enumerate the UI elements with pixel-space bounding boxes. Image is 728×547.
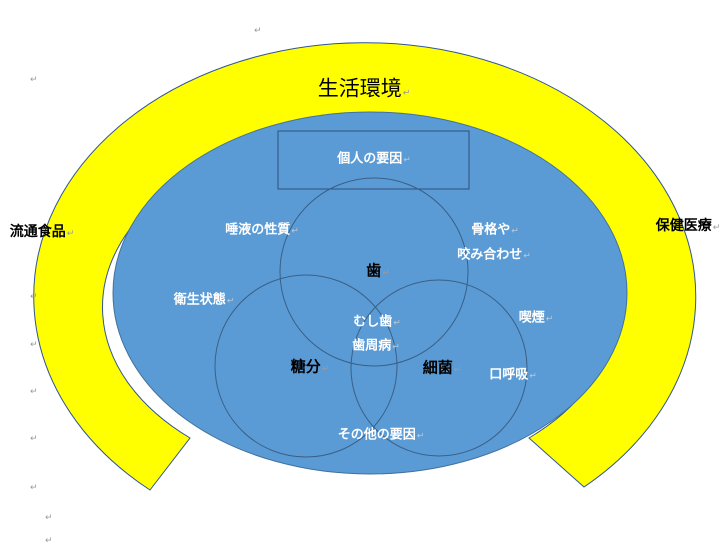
paragraph-mark: ↵ — [45, 513, 53, 523]
paragraph-mark: ↵ — [30, 483, 38, 493]
bone-structure-text: 骨格や — [471, 222, 511, 238]
paragraph-mark: ↵ — [30, 387, 38, 397]
label-tooth: 歯↵ — [366, 261, 390, 280]
return-mark: ↵ — [393, 318, 401, 329]
other-factors-text: その他の要因 — [337, 427, 416, 443]
tooth-text: 歯 — [366, 261, 382, 280]
label-cavity: むし歯↵ — [353, 316, 401, 329]
label-mouth-breathing: 口呼吸↵ — [489, 369, 537, 382]
diagram-title: 生活環境↵ — [317, 76, 411, 101]
inner-ellipse — [112, 111, 628, 475]
cavity-text: むし歯 — [353, 314, 393, 330]
label-smoking: 喫煙↵ — [519, 312, 554, 325]
return-mark: ↵ — [529, 371, 537, 382]
return-mark: ↵ — [382, 268, 390, 279]
label-personal-factors: 個人の要因↵ — [337, 153, 411, 166]
return-mark: ↵ — [226, 296, 235, 307]
label-bacteria: 細菌↵ — [422, 358, 462, 377]
return-mark: ↵ — [66, 229, 75, 239]
mouth-breathing-text: 口呼吸 — [489, 367, 529, 383]
hygiene-text: 衛生状態 — [173, 292, 226, 308]
label-other-factors: その他の要因↵ — [338, 429, 425, 442]
paragraph-mark: ↵ — [30, 292, 38, 302]
return-mark: ↵ — [402, 88, 411, 99]
paragraph-mark: ↵ — [254, 26, 262, 36]
saliva-text: 唾液の性質 — [225, 222, 291, 238]
label-periodontal: 歯周病↵ — [352, 340, 400, 353]
return-mark: ↵ — [321, 364, 330, 375]
sugar-circle — [214, 274, 398, 458]
return-mark: ↵ — [523, 251, 531, 262]
smoking-text: 喫煙 — [518, 310, 545, 326]
label-bone-structure: 骨格や↵ — [471, 224, 519, 237]
return-mark: ↵ — [392, 342, 400, 353]
return-mark: ↵ — [291, 226, 299, 237]
return-mark: ↵ — [545, 314, 554, 325]
distributed-food-text: 流通食品 — [9, 224, 66, 240]
personal-factors-text: 個人の要因 — [337, 151, 403, 167]
paragraph-mark: ↵ — [30, 75, 38, 85]
label-hygiene: 衛生状態↵ — [174, 294, 235, 307]
sugar-text: 糖分 — [290, 357, 321, 376]
paragraph-mark: ↵ — [30, 434, 38, 444]
label-saliva: 唾液の性質↵ — [225, 224, 299, 237]
tooth-circle — [279, 177, 469, 367]
return-mark: ↵ — [511, 226, 519, 237]
periodontal-text: 歯周病 — [352, 338, 392, 354]
return-mark: ↵ — [712, 223, 721, 233]
occlusion-text: 咬み合わせ — [457, 247, 523, 263]
label-sugar: 糖分↵ — [290, 357, 330, 376]
return-mark: ↵ — [453, 365, 462, 376]
label-distributed-food: 流通食品↵ — [10, 225, 75, 239]
health-care-text: 保健医療 — [655, 218, 712, 234]
label-health-care: 保健医療↵ — [656, 219, 721, 233]
bacteria-circle — [350, 279, 528, 457]
personal-factor-box — [277, 130, 470, 190]
label-occlusion: 咬み合わせ↵ — [457, 249, 531, 262]
return-mark: ↵ — [403, 155, 411, 166]
bacteria-text: 細菌 — [422, 358, 453, 377]
title-text: 生活環境 — [317, 76, 402, 101]
paragraph-mark: ↵ — [30, 340, 38, 350]
paragraph-mark: ↵ — [45, 536, 53, 546]
return-mark: ↵ — [416, 431, 425, 442]
